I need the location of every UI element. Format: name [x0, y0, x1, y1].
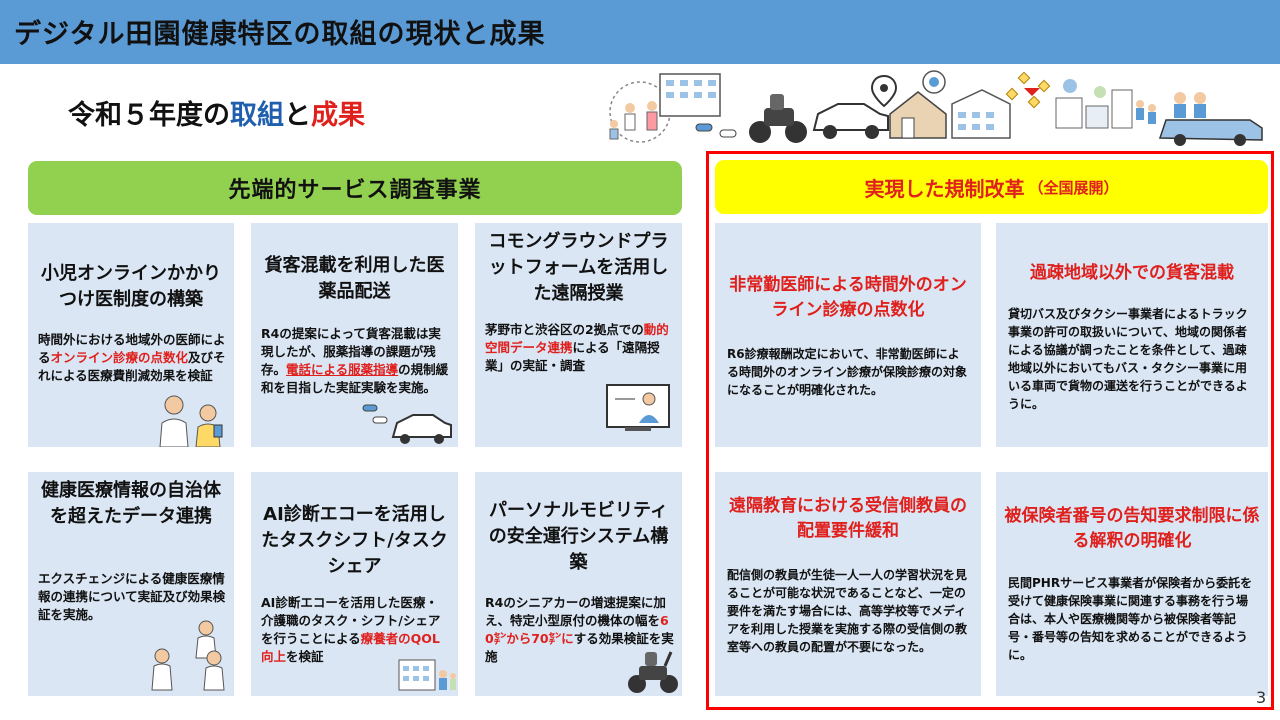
reform-card-online-consultation: 非常勤医師による時間外のオンライン診療の点数化 R6診療報酬改定において、非常勤… [715, 223, 981, 447]
project-title: パーソナルモビリティの安全運行システム構築 [488, 500, 669, 573]
project-card-ai-echo: AI診断エコーを活用したタスクシフト/タスクシェア AI診断エコーを活用した医療… [251, 472, 458, 696]
project-description: 時間外における地域外の医師によるオンライン診療の点数化及びそれによる医療費削減効… [38, 331, 226, 385]
reform-card-freight-passenger: 過疎地域以外での貨客混載 貸切バス及びタクシー事業者によるトラック事業の許可の取… [996, 223, 1268, 447]
page-number: 3 [1256, 688, 1267, 707]
project-description-text: 及びそれによる医療費削減効果を検証 [38, 350, 226, 383]
subtitle-mid: と [284, 100, 311, 131]
project-description-highlight: 療養者のQOL向上 [261, 631, 440, 664]
project-description-highlight: 動的空間データ連携 [485, 322, 669, 355]
town-illustration [609, 70, 1263, 146]
project-card-pediatric-online: 小児オンラインかかりつけ医制度の構築 時間外における地域外の医師によるオンライン… [28, 223, 234, 447]
health-workers-icon [151, 620, 225, 691]
project-description-text: による「遠隔授業」の実証・調査 [485, 340, 660, 373]
project-description-text: 時間外における地域外の医師による [38, 332, 226, 365]
project-description-text: R4のシニアカーの増速提案に加え、特定小型原付の機体の幅を [485, 595, 666, 628]
project-description-text: エクスチェンジによる健康医療情報の連携について実証及び効果検証を実施。 [38, 571, 226, 622]
reform-title: 遠隔教育における受信側教員の配置要件緩和 [729, 496, 967, 541]
regulatory-reform-banner-sub: （全国展開） [1028, 178, 1119, 197]
title-bar: デジタル田園健康特区の取組の現状と成果 [0, 0, 1280, 64]
project-description-text: R4の提案によって貨客混載は実現したが、服薬指導の課題が残存。 [261, 326, 441, 377]
project-description-highlight: 60㌢から70㌢に [485, 613, 669, 646]
project-title: コモングラウンドプラットフォームを活用した遠隔授業 [488, 231, 669, 304]
service-survey-banner: 先端的サービス調査事業 [28, 161, 682, 215]
page-title: デジタル田園健康特区の取組の現状と成果 [14, 19, 546, 50]
project-card-freight-delivery: 貨客混載を利用した医薬品配送 R4の提案によって貨客混載は実現したが、服薬指導の… [251, 223, 458, 447]
project-title: 貨客混載を利用した医薬品配送 [264, 255, 445, 302]
reform-card-insurance-number: 被保険者番号の告知要求制限に係る解釈の明確化 民間PHRサービス事業者が保険者か… [996, 472, 1268, 696]
project-description: AI診断エコーを活用した医療・介護職のタスク・シフト/シェアを行うことによる療養… [261, 594, 450, 666]
project-description: 茅野市と渋谷区の2拠点での動的空間データ連携による「遠隔授業」の実証・調査 [485, 321, 674, 375]
project-description-highlight: 電話による服薬指導 [286, 362, 399, 377]
project-title: 健康医療情報の自治体を超えたデータ連携 [41, 480, 221, 527]
project-description-highlight: オンライン診療の点数化 [50, 350, 189, 365]
reform-title: 過疎地域以外での貨客混載 [1030, 263, 1234, 283]
regulatory-reform-banner-label: 実現した規制改革 [864, 176, 1025, 201]
remote-lesson-icon [606, 384, 670, 431]
project-description: R4のシニアカーの増速提案に加え、特定小型原付の機体の幅を60㌢から70㌢にする… [485, 594, 674, 666]
subtitle: 令和５年度の取組と成果 [68, 93, 365, 132]
subtitle-prefix: 令和５年度の [68, 100, 230, 131]
project-card-health-data: 健康医療情報の自治体を超えたデータ連携 エクスチェンジによる健康医療情報の連携に… [28, 472, 234, 696]
reform-description: 民間PHRサービス事業者が保険者から委託を受けて健康保険事業に関連する事務を行う… [1008, 576, 1253, 662]
subtitle-blue: 取組 [230, 100, 284, 131]
reform-description: R6診療報酬改定において、非常勤医師による時間外のオンライン診療が保険診療の対象… [727, 347, 968, 397]
service-survey-banner-label: 先端的サービス調査事業 [228, 178, 482, 203]
reform-description: 貸切バス及びタクシー事業者によるトラック事業の許可の取扱いについて、地域の関係者… [1008, 307, 1248, 411]
hospital-building-icon [398, 659, 456, 691]
reform-card-remote-education: 遠隔教育における受信側教員の配置要件緩和 配信側の教員が生徒一人一人の学習状況を… [715, 472, 981, 696]
project-title: 小児オンラインかかりつけ医制度の構築 [41, 263, 221, 310]
project-description: エクスチェンジによる健康医療情報の連携について実証及び効果検証を実施。 [38, 570, 226, 624]
regulatory-reform-frame [706, 151, 1274, 710]
project-description-text: 茅野市と渋谷区の2拠点での [485, 322, 644, 337]
reform-title: 非常勤医師による時間外のオンライン診療の点数化 [729, 275, 967, 320]
project-description-text: を検証 [286, 649, 324, 664]
project-card-remote-lesson: コモングラウンドプラットフォームを活用した遠隔授業 茅野市と渋谷区の2拠点での動… [475, 223, 682, 447]
project-title: AI診断エコーを活用したタスクシフト/タスクシェア [261, 504, 448, 577]
doctor-child-icon [159, 395, 223, 447]
project-description-text: AI診断エコーを活用した医療・介護職のタスク・シフト/シェアを行うことによる [261, 595, 441, 646]
subtitle-red: 成果 [311, 100, 365, 131]
delivery-car-icon [362, 404, 452, 444]
project-description-text: する効果検証を実施 [485, 631, 674, 664]
project-description: R4の提案によって貨客混載は実現したが、服薬指導の課題が残存。電話による服薬指導… [261, 325, 450, 397]
senior-scooter-icon [628, 651, 678, 693]
regulatory-reform-banner: 実現した規制改革（全国展開） [715, 160, 1268, 214]
project-card-personal-mobility: パーソナルモビリティの安全運行システム構築 R4のシニアカーの増速提案に加え、特… [475, 472, 682, 696]
reform-description: 配信側の教員が生徒一人一人の学習状況を見ることが可能な状況であることなど、一定の… [727, 568, 968, 654]
reform-title: 被保険者番号の告知要求制限に係る解釈の明確化 [1004, 506, 1260, 551]
project-description-text: の規制緩和を目指した実証実験を実施。 [261, 362, 449, 395]
